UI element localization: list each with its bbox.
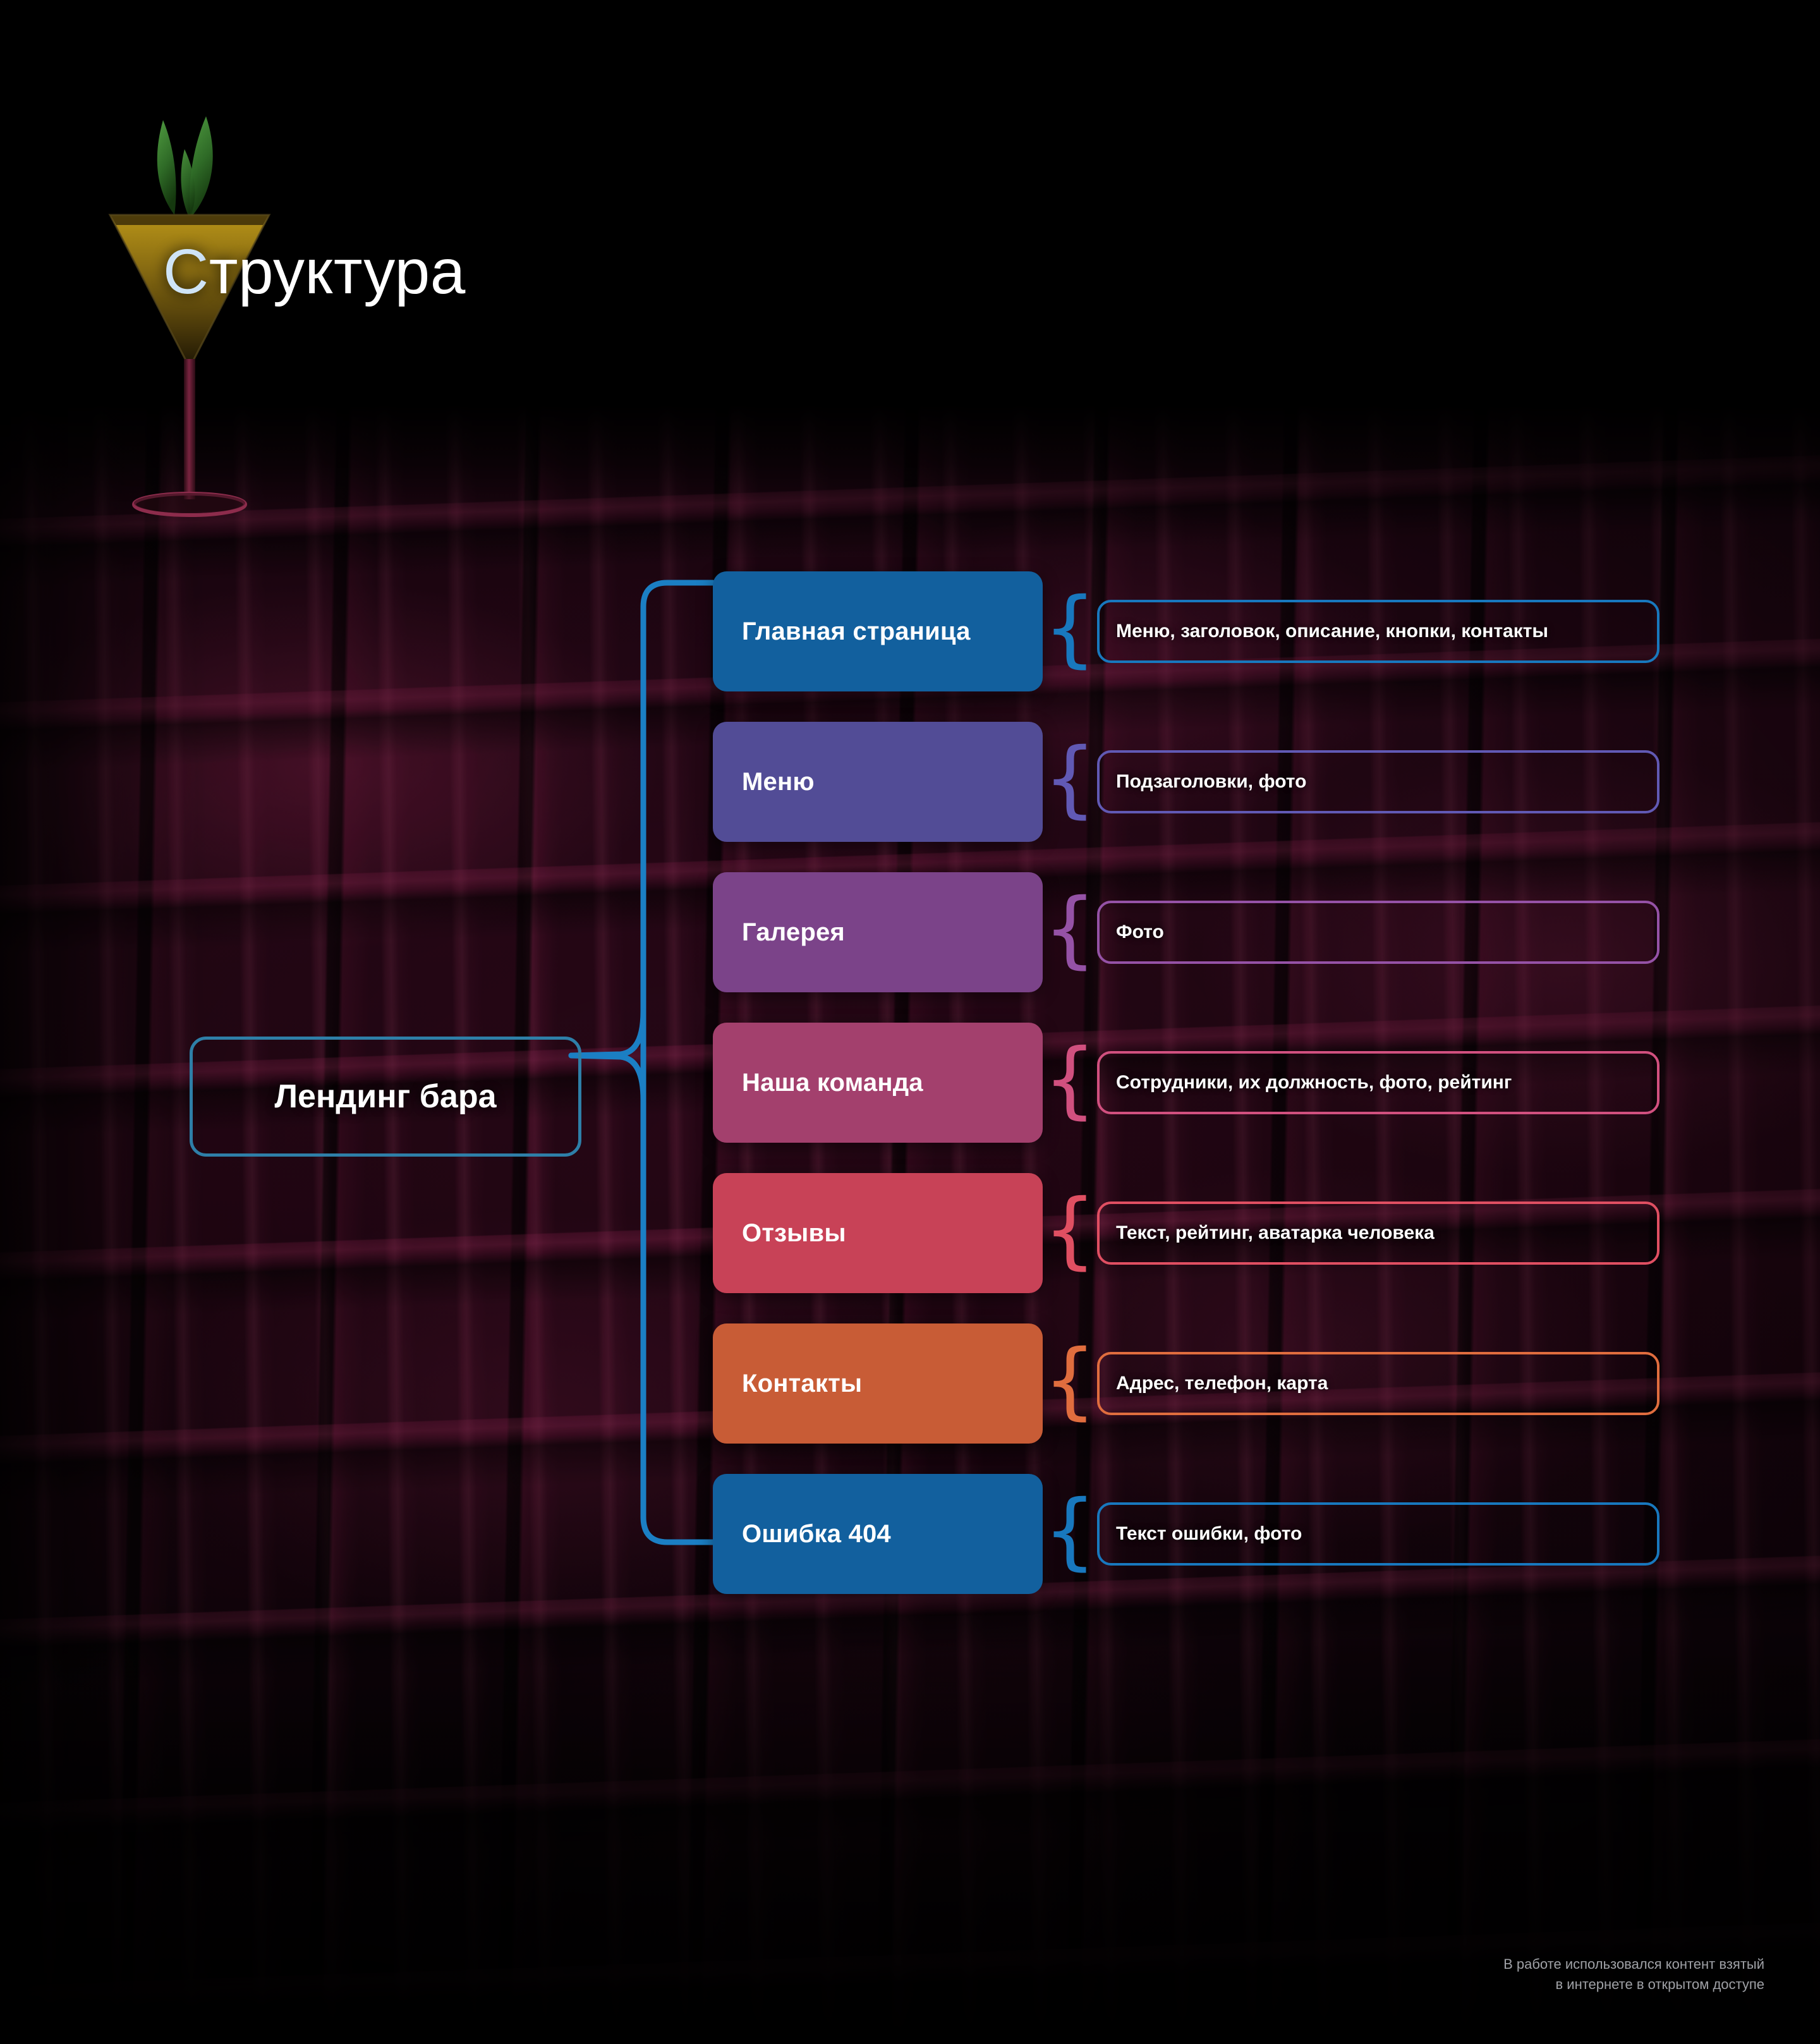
node-chip-label: Меню: [742, 767, 815, 796]
diagram-row: Главная страница { Меню, заголовок, опис…: [713, 571, 1659, 691]
node-chip-gallery[interactable]: Галерея: [713, 872, 1043, 992]
description-box: Текст ошибки, фото: [1097, 1502, 1659, 1566]
node-chip-label: Контакты: [742, 1369, 863, 1397]
page-title: Структура: [163, 240, 466, 303]
description-box: Сотрудники, их должность, фото, рейтинг: [1097, 1051, 1659, 1114]
background-fade-bottom: [0, 1589, 1820, 2044]
diagram-row: Отзывы { Текст, рейтинг, аватарка челове…: [713, 1173, 1659, 1293]
description-label: Сотрудники, их должность, фото, рейтинг: [1116, 1072, 1512, 1093]
description-label: Текст ошибки, фото: [1116, 1523, 1302, 1544]
description-label: Фото: [1116, 922, 1164, 942]
node-chip-contacts[interactable]: Контакты: [713, 1323, 1043, 1444]
brace-icon: {: [1043, 1181, 1096, 1279]
description-label: Меню, заголовок, описание, кнопки, конта…: [1116, 621, 1549, 642]
slide-header: Структура: [0, 0, 885, 517]
description-box: Текст, рейтинг, аватарка человека: [1097, 1201, 1659, 1265]
node-chip-main-page[interactable]: Главная страница: [713, 571, 1043, 691]
diagram-row: Наша команда { Сотрудники, их должность,…: [713, 1023, 1659, 1143]
diagram-row: Меню { Подзаголовки, фото: [713, 722, 1659, 842]
background-fade-top: [0, 405, 1820, 512]
description-box: Адрес, телефон, карта: [1097, 1352, 1659, 1415]
brace-icon: {: [1043, 1030, 1096, 1128]
node-chip-error-404[interactable]: Ошибка 404: [713, 1474, 1043, 1594]
page-title-lead: С: [163, 236, 209, 307]
node-chip-menu[interactable]: Меню: [713, 722, 1043, 842]
footer-credit-line-1: В работе использовался контент взятый: [1503, 1956, 1764, 1973]
diagram-row: Ошибка 404 { Текст ошибки, фото: [713, 1474, 1659, 1594]
brace-icon: {: [1043, 1331, 1096, 1429]
footer-credit-line-2: в интернете в открытом доступе: [1555, 1976, 1764, 1993]
diagram-row: Контакты { Адрес, телефон, карта: [713, 1323, 1659, 1444]
node-chip-our-team[interactable]: Наша команда: [713, 1023, 1043, 1143]
brace-icon: {: [1043, 880, 1096, 978]
brace-icon: {: [1043, 579, 1096, 677]
description-box: Фото: [1097, 901, 1659, 964]
diagram-row: Галерея { Фото: [713, 872, 1659, 992]
description-box: Меню, заголовок, описание, кнопки, конта…: [1097, 600, 1659, 663]
description-label: Текст, рейтинг, аватарка человека: [1116, 1222, 1435, 1243]
root-node-label: Лендинг бара: [274, 1078, 497, 1115]
description-label: Подзаголовки, фото: [1116, 771, 1307, 792]
node-chip-label: Главная страница: [742, 617, 971, 645]
page-title-rest: труктура: [209, 236, 466, 307]
node-chip-label: Галерея: [742, 918, 845, 946]
footer-credit-note: В работе использовался контент взятый в …: [1347, 1954, 1764, 1995]
brace-icon: {: [1043, 729, 1096, 827]
brace-icon: {: [1043, 1481, 1096, 1579]
node-chip-label: Ошибка 404: [742, 1519, 891, 1548]
node-chip-label: Наша команда: [742, 1068, 923, 1097]
description-label: Адрес, телефон, карта: [1116, 1373, 1328, 1394]
description-box: Подзаголовки, фото: [1097, 750, 1659, 813]
root-node[interactable]: Лендинг бара: [190, 1037, 581, 1157]
node-chip-label: Отзывы: [742, 1219, 846, 1247]
node-chip-reviews[interactable]: Отзывы: [713, 1173, 1043, 1293]
cocktail-glass-icon: [108, 116, 271, 517]
